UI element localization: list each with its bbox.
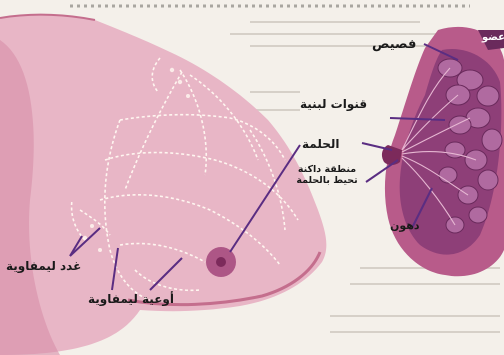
label-cut-top: عضو — [482, 33, 504, 43]
label-areola: منطقة داكنة تحيط بالحلمة — [290, 164, 364, 187]
label-milk-ducts: قنوات لبنية — [300, 98, 367, 110]
torso-nipple — [216, 257, 226, 267]
label-lobule: فصيص — [372, 38, 416, 51]
label-lymph-vessels: أوعية ليمفاوية — [88, 293, 174, 305]
label-nipple: الحلمة — [302, 138, 340, 150]
label-lymph-nodes: غدد ليمفاوية — [6, 260, 81, 272]
label-fat: دهون — [390, 220, 420, 231]
